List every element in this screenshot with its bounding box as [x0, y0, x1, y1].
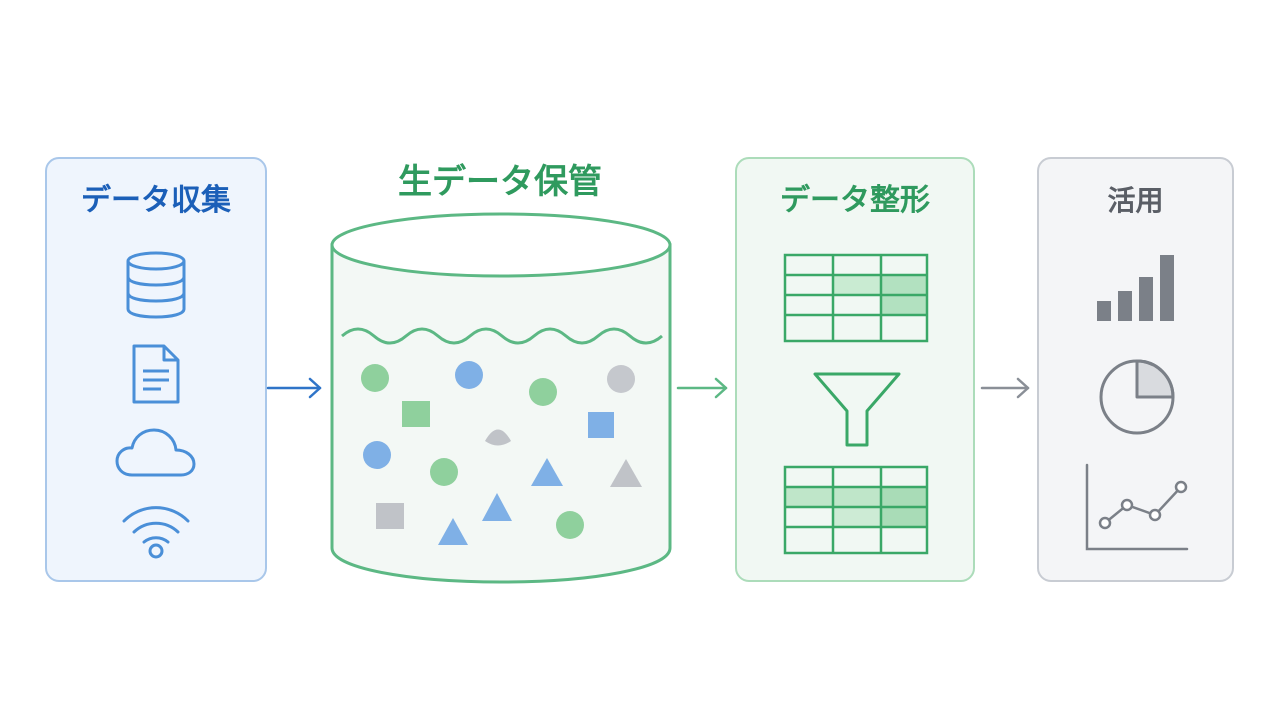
data-shaping-panel: データ整形	[735, 157, 975, 582]
wireless-icon	[119, 499, 193, 559]
raw-data-shape	[485, 429, 511, 446]
table-icon	[783, 253, 929, 343]
raw-data-circle	[529, 378, 557, 406]
raw-data-lake-cylinder	[330, 212, 672, 584]
raw-data-circle	[361, 364, 389, 392]
data-shaping-title: データ整形	[780, 183, 930, 218]
funnel-icon	[813, 371, 901, 449]
raw-data-triangle	[438, 518, 468, 545]
cloud-icon	[115, 427, 196, 479]
document-icon	[131, 343, 181, 405]
line-chart-icon	[1083, 463, 1189, 553]
raw-data-square	[402, 401, 430, 427]
flow-arrow-storage-to-shape	[676, 376, 730, 400]
raw-data-triangle	[531, 458, 563, 486]
flow-arrow-collect-to-storage	[266, 376, 324, 400]
table-icon	[783, 465, 929, 555]
raw-data-circle	[607, 365, 635, 393]
raw-data-circle	[363, 441, 391, 469]
bar-chart-icon	[1095, 253, 1177, 321]
raw-data-triangle	[482, 493, 512, 521]
raw-data-square	[376, 503, 404, 529]
database-icon	[125, 251, 187, 319]
raw-data-circle	[455, 361, 483, 389]
data-collection-panel: データ収集	[45, 157, 267, 582]
utilization-panel: 活用	[1037, 157, 1234, 582]
data-collection-title: データ収集	[81, 183, 231, 218]
raw-data-triangle	[610, 459, 642, 487]
raw-storage-title: 生データ保管	[398, 162, 602, 202]
raw-data-circle	[556, 511, 584, 539]
utilization-title: 活用	[1107, 184, 1164, 217]
flow-arrow-shape-to-use	[980, 376, 1032, 400]
raw-data-circle	[430, 458, 458, 486]
raw-data-square	[588, 412, 614, 438]
pie-chart-icon	[1095, 355, 1179, 439]
